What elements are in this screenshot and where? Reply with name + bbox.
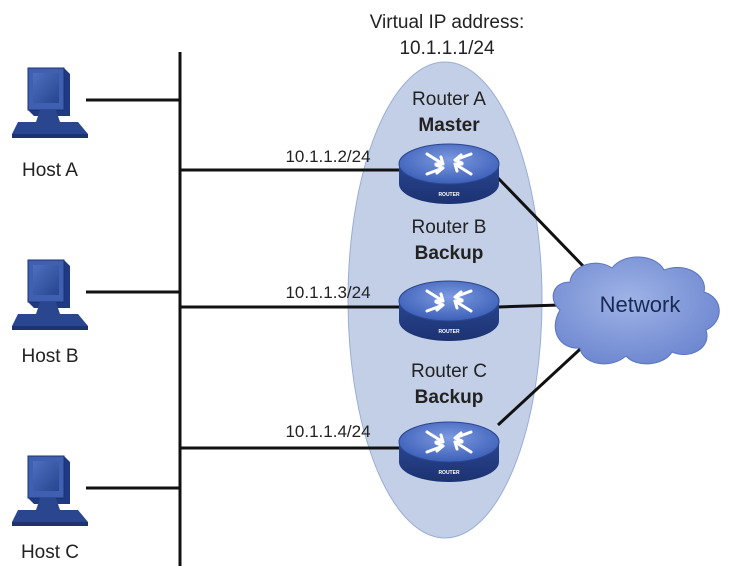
host-b-label: Host B xyxy=(21,346,78,367)
router-icon: ROUTER xyxy=(398,143,500,204)
router-c-ip: 10.1.1.4/24 xyxy=(285,422,370,441)
desktop-computer-icon xyxy=(12,259,88,330)
router-c-wan-link xyxy=(496,338,592,427)
cloud-icon xyxy=(552,256,720,365)
desktop-computer-icon xyxy=(12,67,88,138)
router-badge: ROUTER xyxy=(438,192,460,198)
host-c-label: Host C xyxy=(21,542,79,563)
router-c-role: Backup xyxy=(415,387,484,408)
router-b-ip: 10.1.1.3/24 xyxy=(285,283,370,302)
router-b-name: Router B xyxy=(412,217,487,238)
vip-address: 10.1.1.1/24 xyxy=(399,38,495,59)
router-a-name: Router A xyxy=(412,89,486,110)
router-a-wan-link xyxy=(496,176,587,270)
router-b-wan-link xyxy=(497,303,561,309)
network-label: Network xyxy=(600,292,682,317)
router-badge: ROUTER xyxy=(438,470,460,476)
vip-caption: Virtual IP address: xyxy=(370,12,525,33)
router-icon: ROUTER xyxy=(398,421,500,482)
router-icon: ROUTER xyxy=(398,280,500,341)
router-a-role: Master xyxy=(418,115,480,136)
router-a-ip: 10.1.1.2/24 xyxy=(285,147,370,166)
router-b-role: Backup xyxy=(415,243,484,264)
router-c-name: Router C xyxy=(411,361,487,382)
desktop-computer-icon xyxy=(12,455,88,526)
router-badge: ROUTER xyxy=(438,329,460,335)
host-a-label: Host A xyxy=(22,160,78,181)
